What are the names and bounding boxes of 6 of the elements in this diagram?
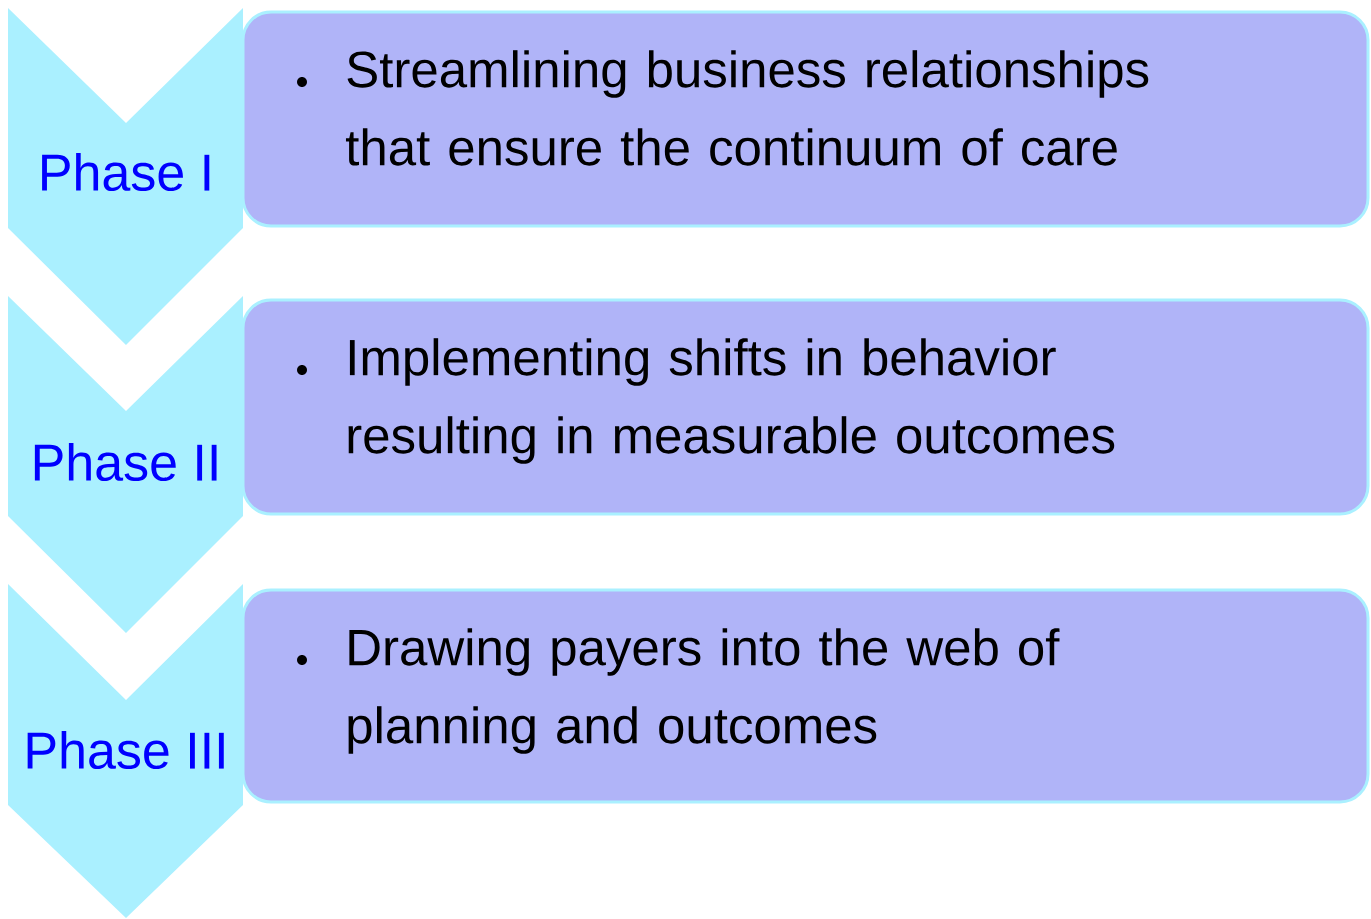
text-box: Implementing shifts in behavior resulting in measurable outcomes xyxy=(241,298,1370,516)
text-box: Drawing payers into the web of planning and outcomes xyxy=(241,588,1370,804)
phase-banner: Phase II xyxy=(8,296,243,633)
phase-banner: Phase I xyxy=(8,8,243,345)
text-box: Streamlining business relationships that ensure the continuum of care xyxy=(241,10,1370,228)
phase-banner: Phase III xyxy=(8,584,243,918)
